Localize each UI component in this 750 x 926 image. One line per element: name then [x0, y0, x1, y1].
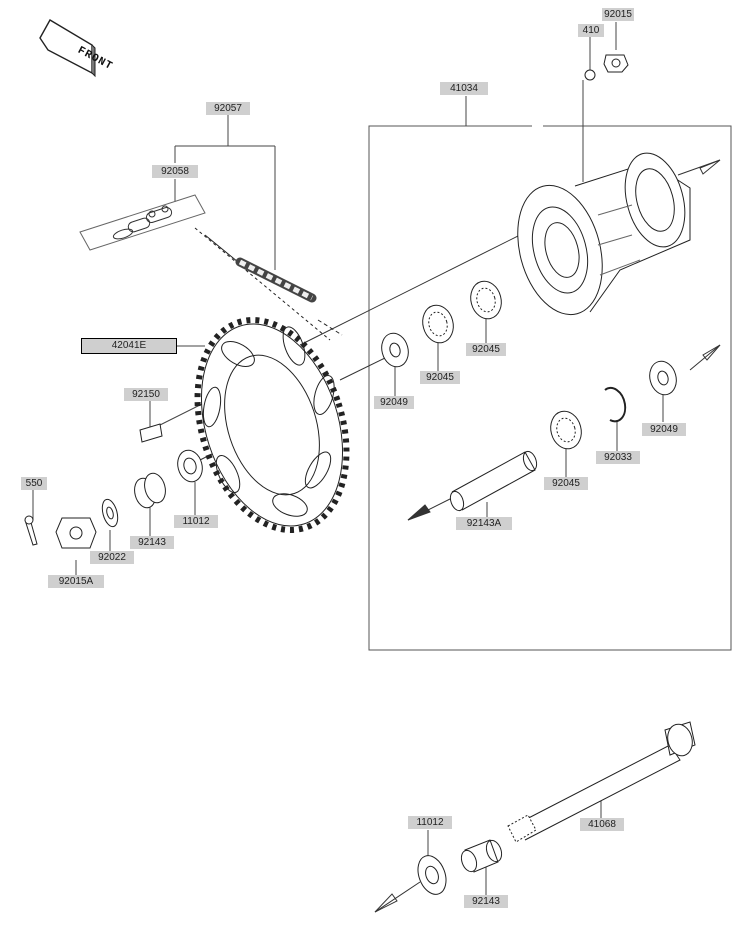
axle-centerline: [199, 159, 721, 913]
callout-11012-b[interactable]: 11012: [408, 816, 452, 829]
callout-92143a[interactable]: 92143A: [456, 517, 512, 530]
axle-nut-icon: [584, 54, 629, 81]
callout-92045-c[interactable]: 92045: [544, 477, 588, 490]
callout-11012-a[interactable]: 11012: [174, 515, 218, 528]
callout-92033[interactable]: 92033: [596, 451, 640, 464]
callout-410[interactable]: 410: [578, 24, 604, 37]
callout-92045-a[interactable]: 92045: [466, 343, 506, 356]
callout-92057[interactable]: 92057: [206, 102, 250, 115]
rear-hub-icon: [517, 152, 691, 316]
axle-collar-icon: [417, 839, 503, 895]
callout-42041e[interactable]: 42041E: [81, 338, 177, 354]
drive-chain-icon: [194, 227, 343, 341]
callout-92150[interactable]: 92150: [124, 388, 168, 401]
callout-550[interactable]: 550: [21, 477, 47, 490]
spacer-tube-icon: [449, 450, 538, 512]
bearings-icon: [381, 280, 677, 450]
callout-92143-b[interactable]: 92143: [464, 895, 508, 908]
callout-92058[interactable]: 92058: [152, 165, 198, 178]
callout-92049-a[interactable]: 92049: [374, 396, 414, 409]
callout-92015[interactable]: 92015: [602, 8, 634, 21]
callout-92045-b[interactable]: 92045: [420, 371, 460, 384]
callout-41034[interactable]: 41034: [440, 82, 488, 95]
chain-master-link-icon: [79, 194, 206, 251]
callout-92143-a[interactable]: 92143: [130, 536, 174, 549]
callout-92022[interactable]: 92022: [90, 551, 134, 564]
rear-sprocket-icon: [194, 317, 350, 533]
front-direction-badge: FRONT: [34, 18, 114, 76]
rear-axle-icon: [507, 721, 696, 843]
callout-41068[interactable]: 41068: [580, 818, 624, 831]
axle-hardware-icon: [24, 423, 203, 549]
hub-group-frame: [368, 125, 732, 651]
callout-92049-b[interactable]: 92049: [642, 423, 686, 436]
callout-92015a[interactable]: 92015A: [48, 575, 104, 588]
